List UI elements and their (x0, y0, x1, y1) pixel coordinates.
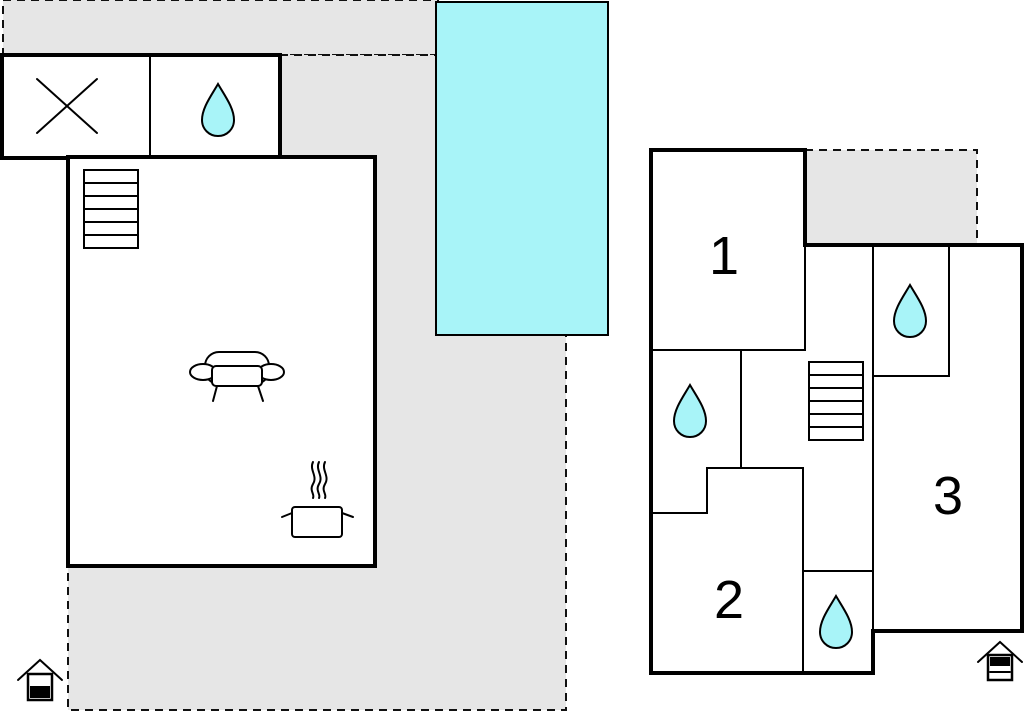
annex-rooms (0, 53, 282, 160)
room-number-1: 1 (709, 226, 739, 286)
sofa-icon (189, 351, 285, 402)
left-building (0, 0, 609, 711)
house-entrance-icon (17, 658, 63, 702)
interior-walls (651, 245, 950, 673)
cooking-pot-icon (281, 461, 354, 538)
house-entrance-icon (977, 640, 1023, 682)
stairs-icon (808, 361, 864, 441)
cross-icon (36, 78, 98, 134)
terrace-upper-right (804, 149, 978, 246)
pool (435, 1, 609, 336)
room-number-2: 2 (714, 570, 744, 630)
terrace-top (2, 0, 439, 56)
room-number-3: 3 (933, 466, 963, 526)
stairs-icon (83, 169, 139, 249)
right-building: 1 2 3 (649, 148, 1024, 682)
